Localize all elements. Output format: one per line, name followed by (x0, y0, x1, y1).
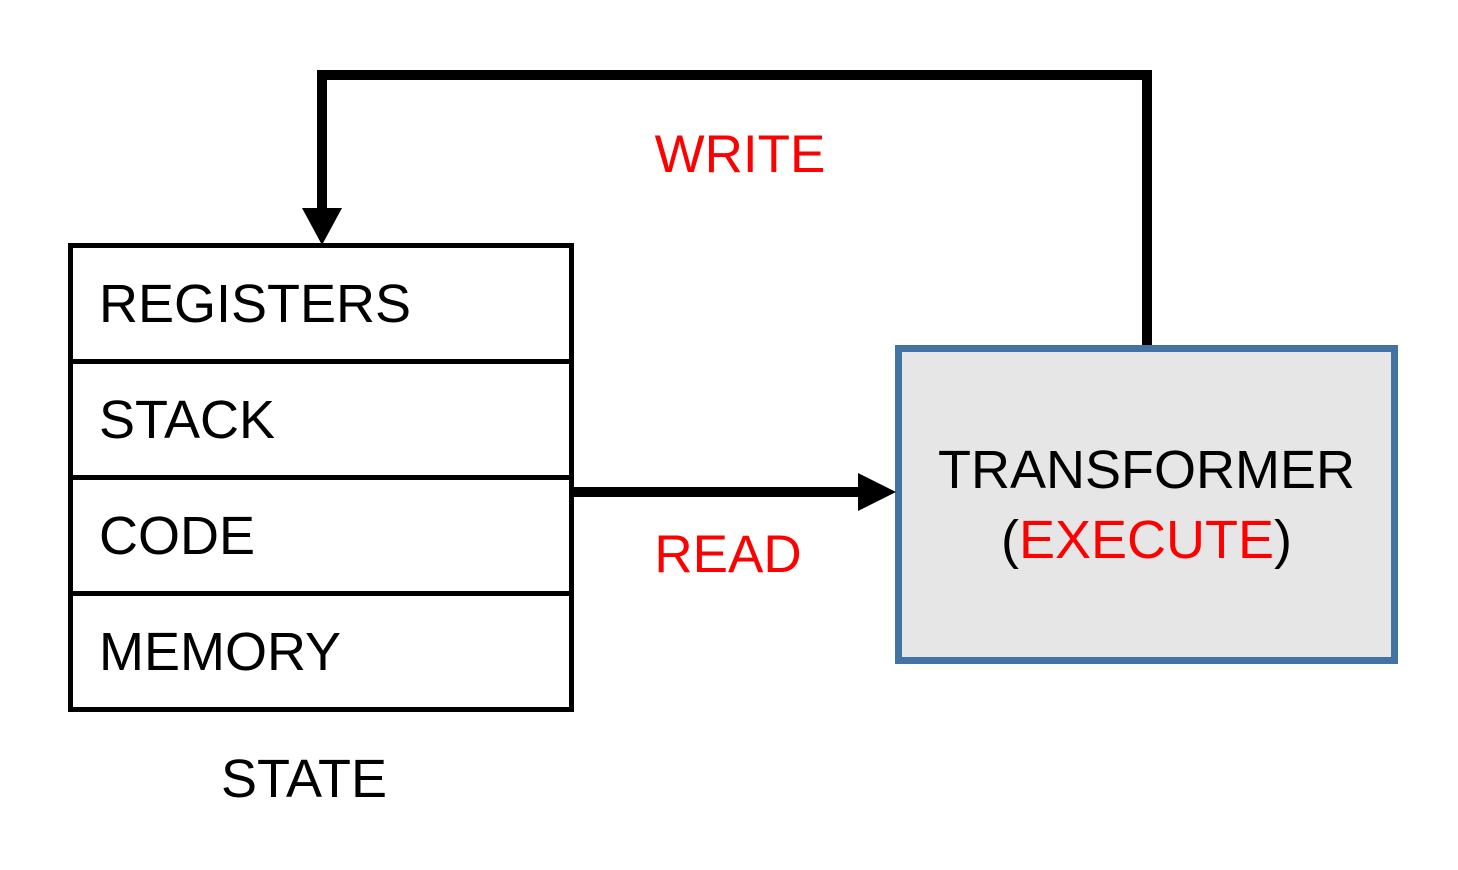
write-flow-label: WRITE (654, 125, 826, 184)
transformer-subtitle: (EXECUTE) (1001, 505, 1292, 575)
transformer-subtitle-execute: EXECUTE (1018, 509, 1275, 570)
transformer-title: TRANSFORMER (938, 439, 1355, 500)
read-flow-label: READ (654, 525, 802, 584)
transformer-subtitle-open-paren: ( (1000, 509, 1019, 570)
state-row-stack: STACK (73, 364, 569, 480)
state-row-memory: MEMORY (73, 596, 569, 707)
state-box: REGISTERS STACK CODE MEMORY (68, 243, 574, 712)
state-row-label: MEMORY (99, 621, 342, 682)
state-row-code: CODE (73, 480, 569, 596)
write-arrowhead (302, 208, 342, 245)
state-caption: STATE (220, 749, 388, 809)
state-row-registers: REGISTERS (73, 248, 569, 364)
transformer-subtitle-close-paren: ) (1274, 509, 1293, 570)
state-row-label: REGISTERS (99, 273, 412, 334)
state-row-label: STACK (99, 389, 276, 450)
transformer-box: TRANSFORMER (EXECUTE) (895, 345, 1398, 664)
state-row-label: CODE (99, 505, 256, 566)
read-arrow (572, 473, 896, 511)
read-arrowhead (858, 473, 896, 511)
